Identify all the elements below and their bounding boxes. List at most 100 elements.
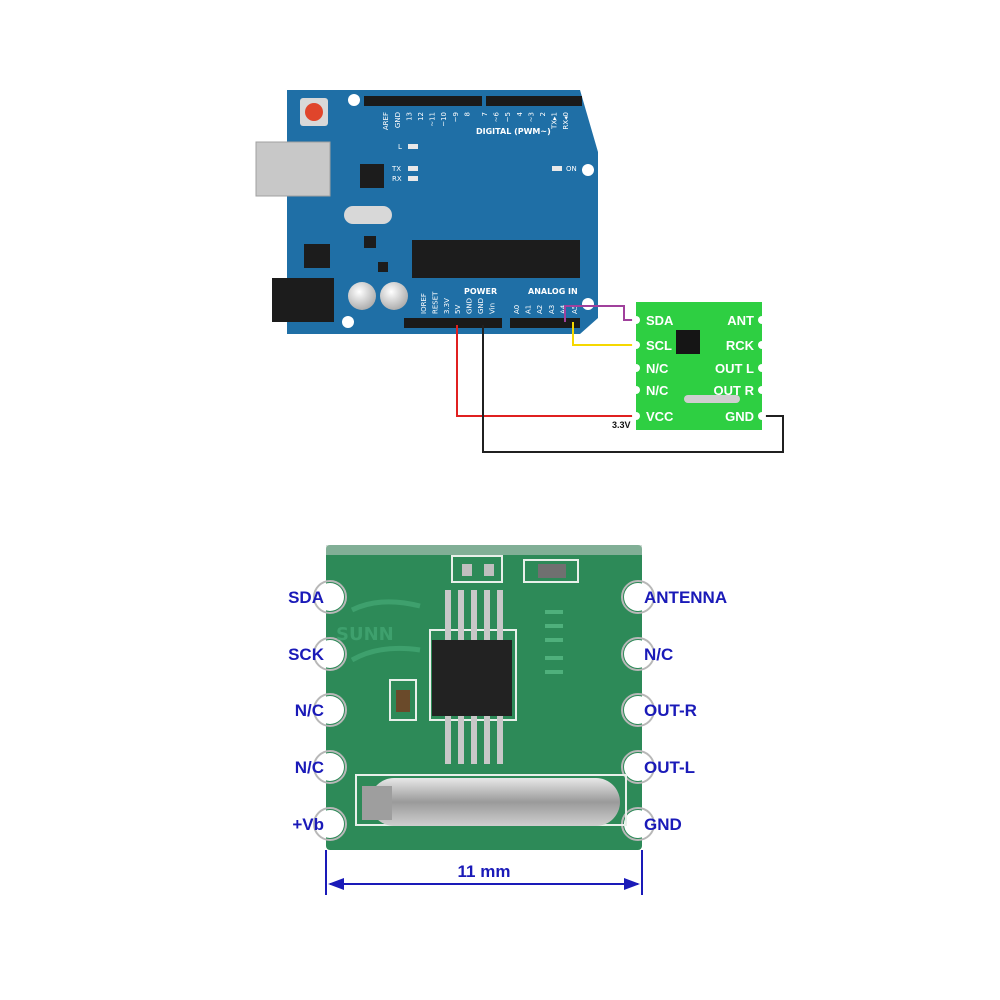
small-chip (364, 236, 376, 248)
pad-outline (523, 559, 579, 583)
dimension-label: 11 mm (458, 862, 511, 881)
analog-pin-label: A4 (559, 304, 567, 314)
castellation-hole (624, 753, 652, 781)
module-pin-label: SDA (646, 313, 674, 328)
mount-hole (582, 164, 594, 176)
led-rx (408, 176, 418, 181)
analog-pin-label: A5 (571, 305, 579, 314)
chip-lead (497, 590, 503, 640)
castellation-ring (621, 637, 655, 671)
castellation-hole (316, 696, 344, 724)
pad-outline (451, 555, 503, 583)
capacitor (348, 282, 376, 310)
crystal (344, 206, 392, 224)
castellation (632, 412, 640, 420)
module-photo: SUNN (313, 545, 655, 850)
module-crystal (684, 395, 740, 403)
digital-pin-label: ~10 (440, 112, 448, 127)
digital-pin-label: ~3 (527, 112, 535, 122)
photo-right-pin-labels: ANTENNA N/C OUT-R OUT-L GND (644, 588, 727, 834)
power-pin-label: GND (477, 298, 485, 314)
digital-pin-label: 13 (405, 112, 413, 121)
dc-power-jack (272, 278, 334, 322)
board-top-edge (326, 545, 642, 555)
digital-header-label: DIGITAL (PWM~) (476, 127, 551, 136)
led-l-label: L (398, 143, 402, 151)
castellation-hole (624, 583, 652, 611)
digital-pin-label: ~5 (504, 112, 512, 122)
analog-pin-label: A0 (513, 305, 521, 314)
photo-pin-label: GND (644, 815, 682, 834)
voltage-regulator (304, 244, 330, 268)
usb-port (255, 141, 331, 197)
led-rx-label: RX (392, 175, 402, 183)
reset-button-cap (305, 103, 323, 121)
wire-gnd (482, 325, 784, 453)
mount-hole (348, 94, 360, 106)
crystal-solder (362, 786, 392, 820)
castellation-ring (313, 693, 347, 727)
photo-pin-label: SDA (288, 588, 324, 607)
analog-label: ANALOG IN (528, 287, 578, 296)
castellation (758, 341, 766, 349)
photo-pin-label: OUT-L (644, 758, 695, 777)
chip-lead (445, 716, 451, 764)
dimension-indicator: 11 mm (325, 850, 643, 895)
analog-pin-label: A1 (525, 305, 533, 314)
smd-component-outline (389, 679, 417, 721)
supply-voltage-note: 3.3V (612, 420, 631, 430)
castellation-ring (313, 580, 347, 614)
silkscreen-text: SUNN (336, 624, 394, 645)
castellation-ring (313, 637, 347, 671)
module-pin-label: RCK (726, 338, 755, 353)
led-tx-label: TX (391, 165, 401, 173)
module-pin-label: OUT L (715, 361, 754, 376)
castellation-hole (624, 810, 652, 838)
module-pcb (636, 302, 762, 430)
pcb-trace (350, 645, 421, 663)
photo-pin-label: N/C (295, 701, 324, 720)
castellation-ring (621, 693, 655, 727)
castellation (758, 364, 766, 372)
digital-pin-label: 2 (539, 112, 547, 116)
atmega-chip (412, 240, 580, 278)
digital-pin-label: ~6 (493, 111, 501, 122)
mount-hole (342, 316, 354, 328)
pad (538, 564, 566, 578)
module-pin-label: N/C (646, 361, 669, 376)
castellation-hole (316, 810, 344, 838)
digital-pin-label: 4 (516, 111, 524, 116)
analog-pin-label: A2 (536, 305, 544, 314)
silkscreen-marks (545, 610, 563, 674)
digital-pin-label: TX▸1 (551, 112, 559, 130)
chip-lead (484, 590, 490, 640)
analog-header-block (510, 318, 580, 328)
led-on-label: ON (566, 165, 577, 173)
pcb-trace (350, 599, 421, 613)
digital-pin-label: ~9 (452, 112, 460, 122)
digital-header-block (364, 96, 482, 106)
digital-pin-label: 12 (417, 112, 425, 121)
rda5807-chip (429, 590, 517, 764)
module-pin-label: N/C (646, 383, 669, 398)
power-pin-label: GND (466, 298, 474, 314)
photo-pin-label: N/C (644, 645, 673, 664)
module-pin-label: GND (725, 409, 754, 424)
power-pin-label: 3.3V (443, 298, 451, 314)
castellation-ring (621, 750, 655, 784)
led-tx (408, 166, 418, 171)
castellation (632, 341, 640, 349)
power-pin-label: Vin (488, 303, 496, 314)
dimension-arrow-left (328, 878, 344, 890)
chip-lead (497, 716, 503, 764)
photo-pin-label: ANTENNA (644, 588, 727, 607)
photo-pin-label: OUT-R (644, 701, 697, 720)
module-pin-label: SCL (646, 338, 672, 353)
pad (462, 564, 472, 576)
